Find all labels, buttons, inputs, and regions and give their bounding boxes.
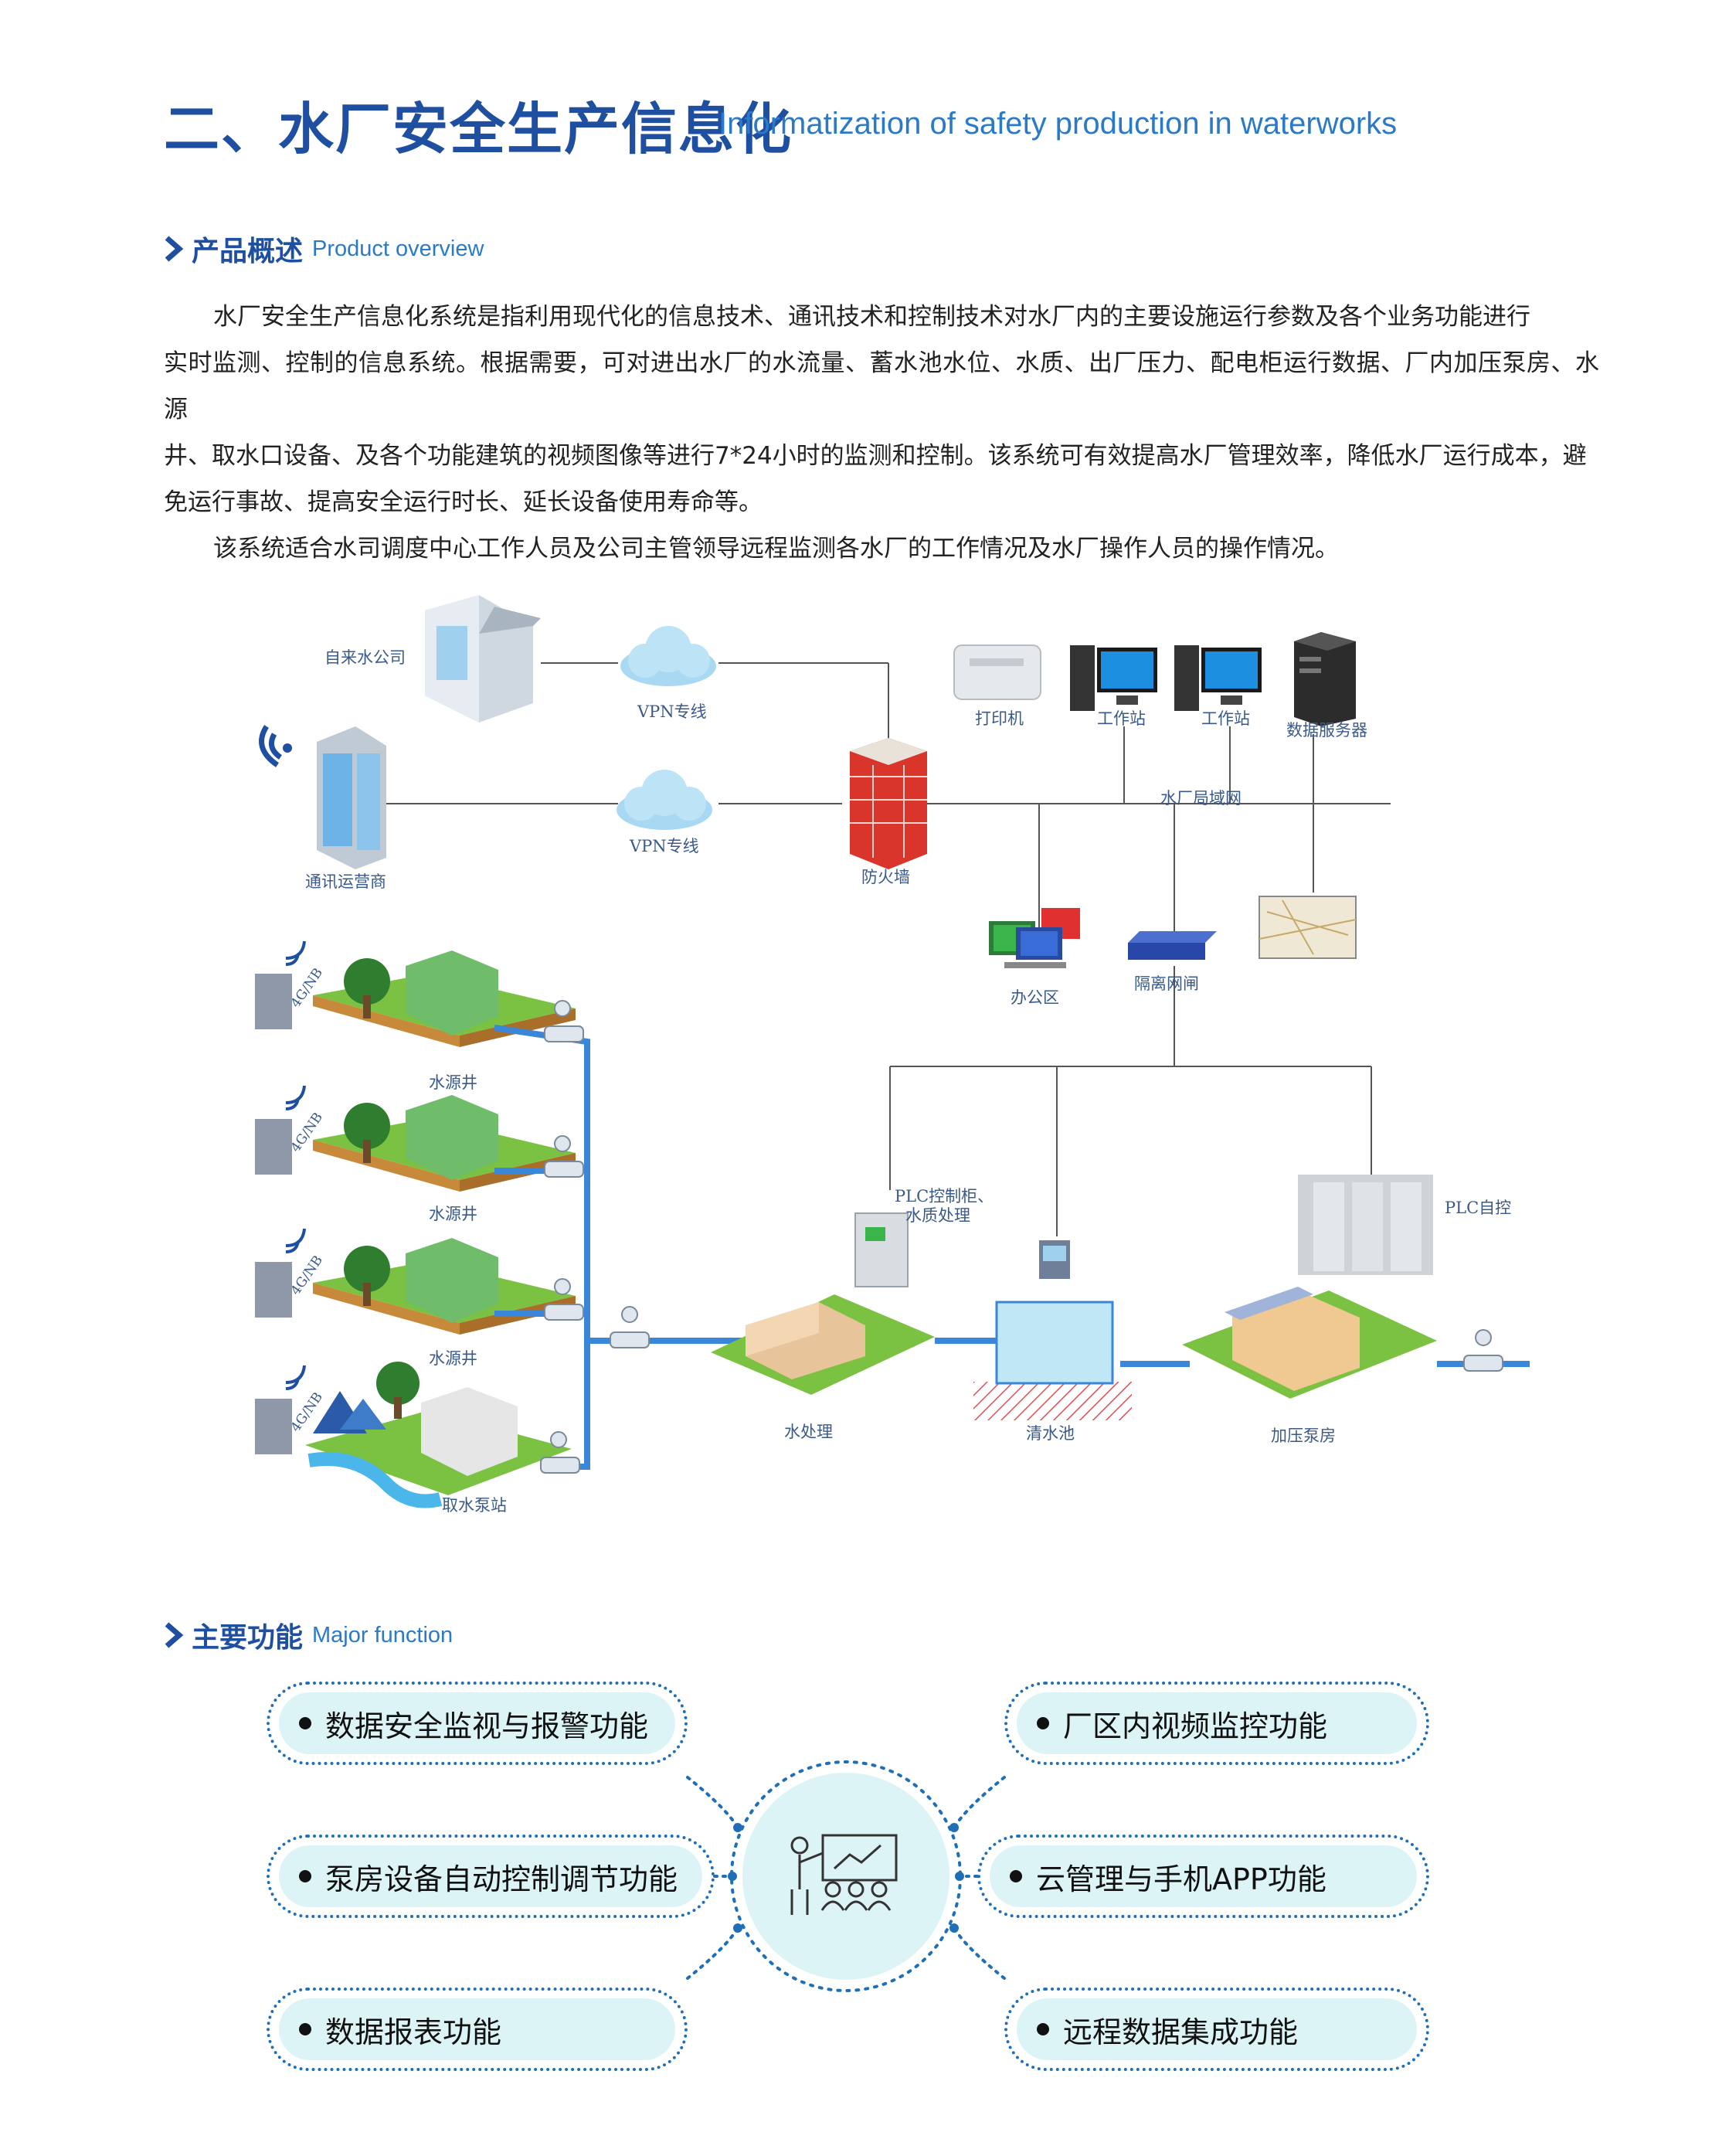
function-label: 数据报表功能 — [325, 2015, 502, 2049]
chevron-right-icon — [165, 236, 184, 262]
label-well: 水源井 — [429, 1205, 477, 1223]
function-heading: 主要功能 Major function — [164, 1615, 453, 1655]
label-clear-pool: 清水池 — [1026, 1424, 1075, 1443]
vpn-cloud-icon — [617, 770, 712, 830]
function-pill: 数据安全监视与报警功能 — [267, 1682, 688, 1765]
label-firewall: 防火墙 — [861, 868, 910, 886]
wireless-icons — [285, 940, 306, 1390]
bullet-icon — [299, 2023, 311, 2035]
plc-cabinet-icon — [854, 1212, 909, 1287]
function-heading-cn: 主要功能 — [192, 1622, 304, 1654]
overview-line: 实时监测、控制的信息系统。根据需要，可对进出水厂的水流量、蓄水池水位、水质、出厂… — [164, 349, 1599, 423]
function-pill: 云管理与手机APP功能 — [977, 1835, 1429, 1918]
network-lines — [386, 662, 1391, 1236]
chevron-right-icon — [165, 1622, 184, 1648]
overview-heading-cn: 产品概述 — [192, 236, 304, 267]
function-pill: 泵房设备自动控制调节功能 — [267, 1835, 715, 1918]
well-station — [313, 1238, 576, 1335]
overview-line: 免运行事故、提高安全运行时长、延长设备使用寿命等。 — [164, 488, 763, 516]
label-data-server: 数据服务器 — [1286, 721, 1367, 740]
function-label: 泵房设备自动控制调节功能 — [325, 1862, 678, 1896]
intake-station — [305, 1362, 572, 1508]
well-station — [313, 950, 576, 1047]
overview-line: 该系统适合水司调度中心工作人员及公司主管领导远程监测各水厂的工作情况及水厂操作人… — [213, 535, 1339, 563]
function-connectors — [686, 1760, 1006, 1992]
bullet-icon — [1010, 1870, 1022, 1882]
overview-heading-en: Product overview — [312, 236, 484, 261]
flow-meter-icons — [540, 1000, 1503, 1474]
page-title-english: Informatization of safety production in … — [718, 107, 1398, 141]
clear-water-pool — [973, 1240, 1132, 1420]
presentation-icon — [790, 1834, 898, 1915]
label-booster: 加压泵房 — [1271, 1427, 1336, 1445]
function-pill: 厂区内视频监控功能 — [1004, 1682, 1429, 1765]
label-vpn: VPN专线 — [629, 837, 699, 855]
function-label: 数据安全监视与报警功能 — [325, 1709, 649, 1743]
label-well: 水源井 — [429, 1073, 477, 1092]
well-station — [313, 1095, 576, 1192]
bullet-icon — [1037, 1717, 1049, 1729]
overview-heading: 产品概述 Product overview — [164, 229, 484, 269]
bullet-icon — [1037, 2023, 1049, 2035]
function-pill: 远程数据集成功能 — [1004, 1988, 1429, 2071]
rtu-boxes — [255, 974, 292, 1454]
label-gateway: 隔离网闸 — [1134, 974, 1199, 993]
server-icon — [1294, 632, 1356, 726]
function-label: 云管理与手机APP功能 — [1036, 1862, 1326, 1896]
label-well: 水源井 — [429, 1349, 477, 1368]
function-label: 远程数据集成功能 — [1063, 2015, 1299, 2049]
label-plc-cabinet: PLC控制柜、 — [895, 1187, 994, 1206]
bullet-icon — [299, 1717, 311, 1729]
firewall-icon — [850, 738, 927, 869]
function-pill: 数据报表功能 — [267, 1988, 688, 2071]
overview-line: 水厂安全生产信息化系统是指利用现代化的信息技术、通讯技术和控制技术对水厂内的主要… — [213, 303, 1530, 331]
label-printer: 打印机 — [975, 709, 1024, 728]
overview-paragraph-1: 水厂安全生产信息化系统是指利用现代化的信息技术、通讯技术和控制技术对水厂内的主要… — [164, 294, 1599, 572]
function-label: 厂区内视频监控功能 — [1063, 1709, 1328, 1743]
label-plc-cabinet: 水质处理 — [905, 1206, 970, 1225]
bullet-icon — [299, 1870, 311, 1882]
vpn-cloud-icon — [620, 626, 716, 686]
label-workstation: 工作站 — [1097, 709, 1146, 728]
overview-line: 井、取水口设备、及各个功能建筑的视频图像等进行7*24小时的监测和控制。该系统可… — [164, 442, 1587, 470]
function-heading-en: Major function — [312, 1622, 453, 1648]
page-title: 二、水厂安全生产信息化 — [164, 97, 793, 162]
label-lan: 水厂局域网 — [1160, 789, 1242, 808]
video-monitor-screen — [1259, 896, 1357, 959]
office-computers-icon — [989, 908, 1080, 968]
gateway-icon — [1128, 931, 1217, 960]
label-workstation: 工作站 — [1201, 709, 1250, 728]
system-diagram: 自来水公司 VPN专线 VPN专线 通讯运营商 防火墙 打印机 工作站 工作站 … — [255, 595, 1530, 1515]
label-intake: 取水泵站 — [442, 1496, 507, 1515]
plc-auto-photo — [1298, 1175, 1433, 1275]
water-company-building — [425, 595, 541, 723]
telecom-building — [259, 725, 386, 869]
workstation-icon — [1174, 645, 1262, 711]
label-telecom: 通讯运营商 — [305, 872, 386, 891]
label-water-company: 自来水公司 — [324, 648, 406, 667]
printer-icon — [953, 644, 1041, 700]
booster-pump-house — [1182, 1287, 1437, 1399]
label-treatment: 水处理 — [784, 1423, 833, 1441]
treatment-building — [711, 1294, 935, 1395]
label-office: 办公区 — [1011, 988, 1059, 1007]
label-plc-auto: PLC自控 — [1445, 1199, 1511, 1217]
workstation-icon — [1070, 645, 1157, 711]
label-vpn: VPN专线 — [637, 702, 707, 721]
